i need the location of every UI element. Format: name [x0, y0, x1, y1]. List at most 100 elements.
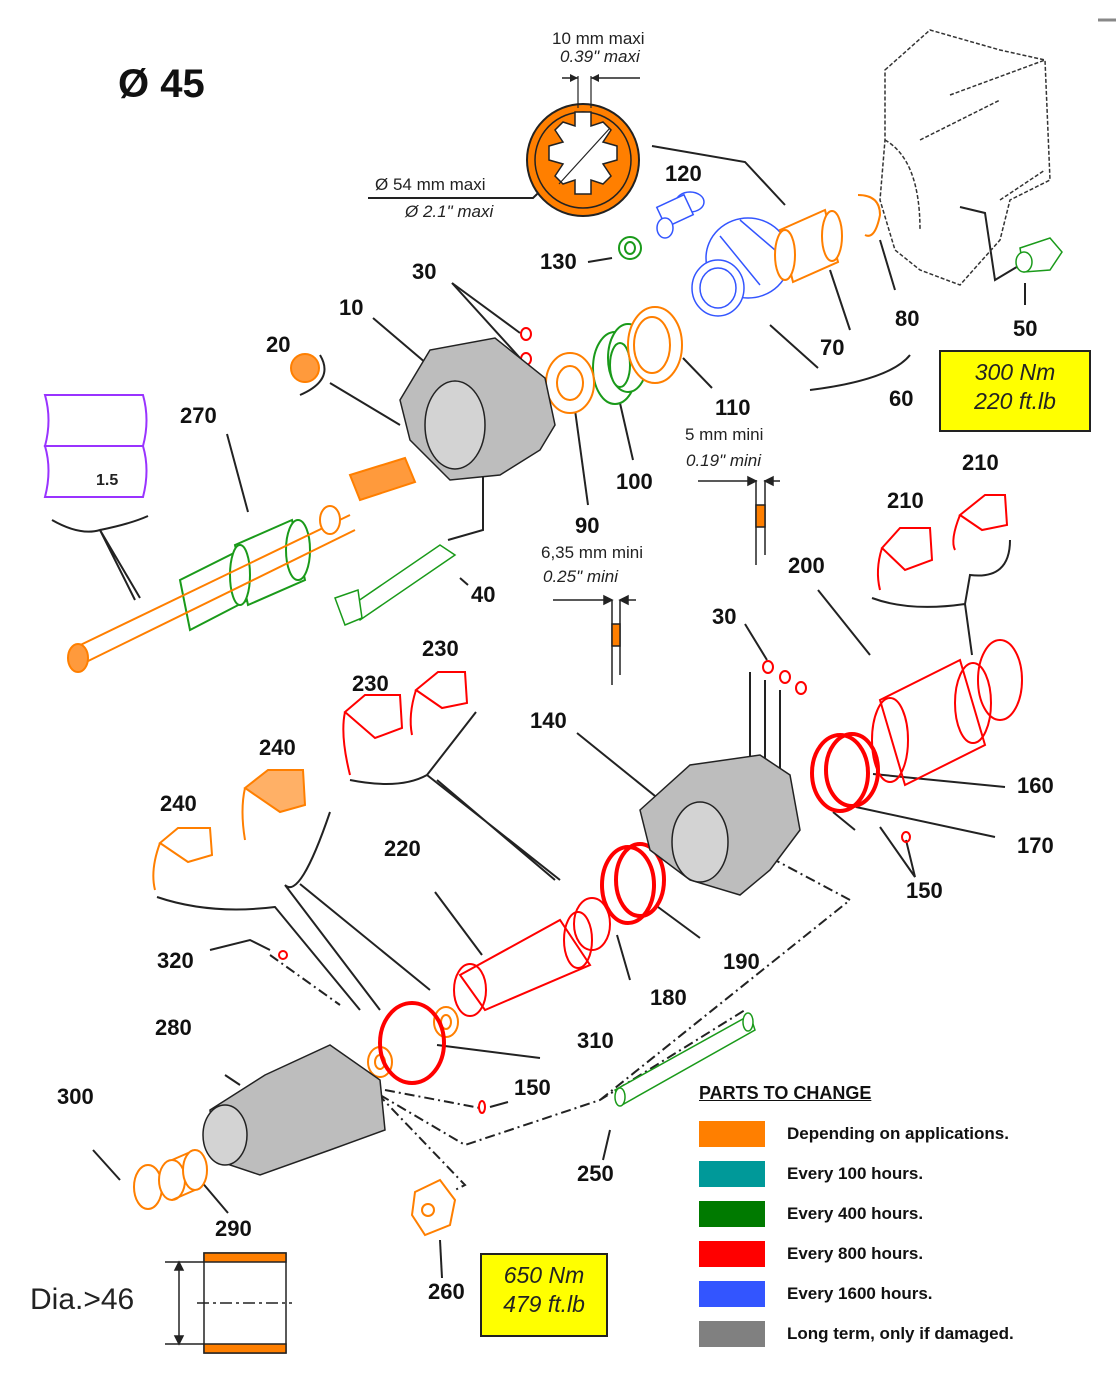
part-label: 200 [788, 553, 825, 578]
part-label: 120 [665, 161, 702, 186]
legend-item: Long term, only if damaged. [699, 1314, 1014, 1354]
spline-diameter-mm: Ø 54 mm maxi [375, 175, 486, 194]
leader-line [224, 1074, 241, 1086]
part-label: 160 [1017, 773, 1054, 798]
part-label: 220 [384, 836, 421, 861]
legend-item: Every 100 hours. [699, 1154, 1014, 1194]
leader-line [269, 819, 852, 1191]
leader-line [439, 1239, 443, 1279]
leader-line [434, 891, 483, 956]
torque-nm: 650 Nm [503, 1262, 585, 1288]
leader-line [855, 806, 996, 838]
part-label: 210 [962, 450, 999, 475]
part-label: 280 [155, 1015, 192, 1040]
legend-item: Every 400 hours. [699, 1194, 1014, 1234]
legend-swatch [699, 1241, 765, 1267]
leader-line [651, 145, 786, 206]
legend-label: Every 1600 hours. [787, 1284, 933, 1303]
leader-line [809, 354, 911, 391]
part-label: 240 [160, 791, 197, 816]
part-label: 140 [530, 708, 567, 733]
torque-ftlb: 220 ft.lb [974, 387, 1056, 414]
part-label: 40 [471, 582, 496, 607]
o-ring-part-160 [810, 732, 880, 813]
shaft-gauge-detail [43, 394, 148, 498]
leader-line [451, 282, 521, 359]
leader-line [447, 470, 484, 541]
legend-swatch [699, 1121, 765, 1147]
part-label: 300 [57, 1084, 94, 1109]
part-label: 100 [616, 469, 653, 494]
part-label: 60 [889, 386, 914, 411]
leader-line [657, 906, 701, 939]
leader-line [489, 1101, 509, 1108]
fitting-part-50 [1015, 237, 1063, 273]
legend-label: Every 800 hours. [787, 1244, 924, 1263]
nut-part-260 [410, 1178, 457, 1237]
leader-line [299, 354, 401, 426]
part-label: 210 [887, 488, 924, 513]
leader-line [199, 1179, 229, 1214]
part-label: 30 [412, 259, 437, 284]
torque-box-part50: 300 Nm 220 ft.lb [939, 350, 1091, 432]
leader-line [879, 239, 896, 291]
bearing-part-20 [290, 353, 320, 383]
legend-swatch [699, 1321, 765, 1347]
seal-part-110 [627, 306, 683, 384]
leader-line [871, 539, 1011, 656]
spline-width-in: 0.39" maxi [560, 47, 640, 66]
shaft-part-270-sleeve [178, 518, 311, 632]
page-title: Ø 45 [118, 62, 205, 106]
leader-line [436, 1044, 541, 1059]
bushing-section-detail [165, 1252, 292, 1354]
part-label: 260 [428, 1279, 465, 1304]
legend-item: Depending on applications. [699, 1114, 1014, 1154]
part-label: 180 [650, 985, 687, 1010]
clip-part-210 [876, 494, 1009, 591]
shim-90-detail [553, 594, 636, 685]
gear-part-120 [655, 191, 705, 239]
leader-line [769, 324, 819, 369]
shaft-gauge-value: 1.5 [96, 472, 119, 489]
part-label: 30 [712, 604, 737, 629]
bearing-part-130 [618, 236, 642, 260]
o-ring-part-320 [278, 950, 288, 960]
torque-nm: 300 Nm [974, 359, 1056, 385]
washer-part-90 [545, 352, 595, 414]
leader-line [879, 826, 916, 878]
o-ring-part-180 [600, 842, 666, 925]
leader-line [616, 934, 631, 981]
part-label: 240 [259, 735, 296, 760]
part-label: 270 [180, 403, 217, 428]
legend-label: Every 400 hours. [787, 1204, 924, 1223]
legend-swatch [699, 1161, 765, 1187]
leader-line [451, 282, 521, 334]
part-label: 320 [157, 948, 194, 973]
legend-swatch [699, 1281, 765, 1307]
leader-line [959, 206, 1021, 282]
part-label: 70 [820, 335, 845, 360]
leader-line [832, 811, 856, 831]
part110-min-in: 0.19" mini [686, 451, 762, 470]
legend-label: Every 100 hours. [787, 1164, 924, 1183]
part110-min-mm: 5 mm mini [685, 425, 764, 444]
clip-part-230 [342, 671, 469, 776]
leader-line [744, 623, 781, 780]
legend-title: PARTS TO CHANGE [699, 1083, 872, 1103]
torque-box-part260: 650 Nm 479 ft.lb [480, 1253, 608, 1337]
gear-part-60 [691, 217, 791, 317]
bushing-diameter: Dia.>46 [30, 1283, 135, 1316]
o-ring-part-150-mid [901, 831, 911, 843]
leader-line [226, 433, 249, 513]
legend-swatch [699, 1201, 765, 1227]
part-label: 310 [577, 1028, 614, 1053]
leader-line [817, 589, 871, 656]
part-label: 290 [215, 1216, 252, 1241]
part-label: 10 [339, 295, 364, 320]
engine-housing-outline [879, 29, 1051, 286]
o-ring-part-30-mid [762, 660, 807, 695]
part-label: 230 [352, 671, 389, 696]
part-label: 90 [575, 513, 600, 538]
legend-item: Every 1600 hours. [699, 1274, 1014, 1314]
shaft-part-250 [614, 1012, 756, 1107]
